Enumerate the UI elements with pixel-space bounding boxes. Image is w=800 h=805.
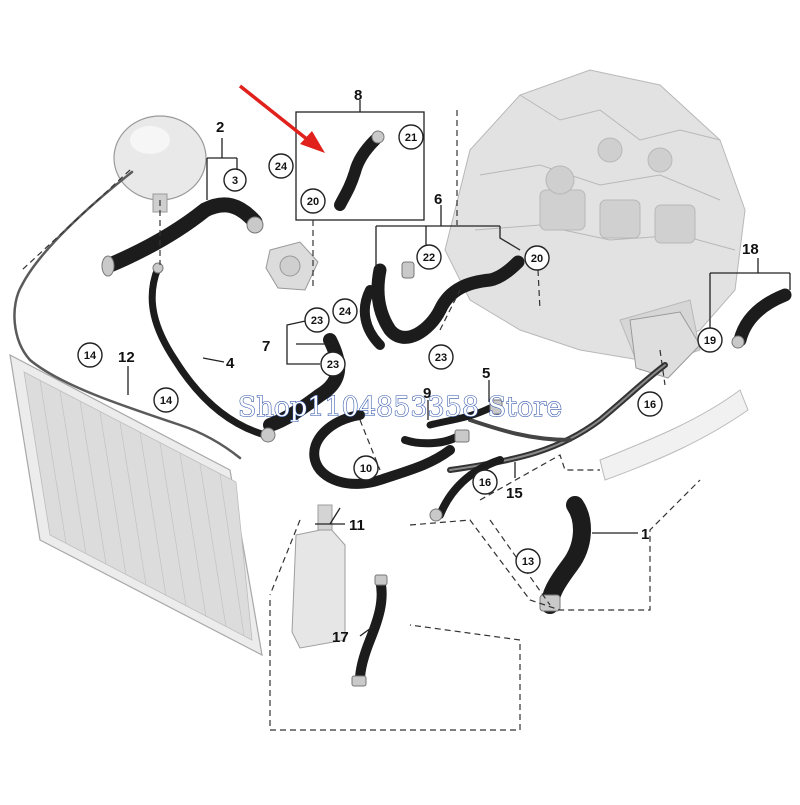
svg-text:23: 23 xyxy=(435,352,447,364)
svg-text:3: 3 xyxy=(232,175,238,187)
svg-text:23: 23 xyxy=(327,359,339,371)
coolant-reservoir-lower xyxy=(291,504,346,649)
circled-16a: 16 xyxy=(637,391,663,417)
callout-7: 7 xyxy=(262,338,270,355)
circled-19: 19 xyxy=(697,327,723,353)
hoses xyxy=(102,134,792,685)
svg-text:24: 24 xyxy=(339,306,352,318)
circled-23a: 23 xyxy=(304,307,330,333)
svg-text:24: 24 xyxy=(275,161,288,173)
circled-21: 21 xyxy=(398,124,424,150)
expansion-tank xyxy=(113,115,207,213)
callout-6: 6 xyxy=(434,191,442,208)
svg-text:14: 14 xyxy=(160,395,173,407)
callout-11: 11 xyxy=(349,517,365,534)
circled-14b: 14 xyxy=(153,387,179,413)
svg-text:20: 20 xyxy=(531,253,543,265)
dashed-leader-lines xyxy=(21,110,701,731)
svg-text:14: 14 xyxy=(84,350,97,362)
circled-22: 22 xyxy=(416,244,442,270)
circled-24a: 24 xyxy=(268,153,294,179)
circled-23b: 23 xyxy=(320,351,346,377)
callout-15: 15 xyxy=(506,485,523,502)
callout-1: 1 xyxy=(641,526,649,543)
svg-text:13: 13 xyxy=(522,556,534,568)
svg-text:22: 22 xyxy=(423,252,435,264)
callout-12: 12 xyxy=(118,349,135,366)
thermostat-housing xyxy=(265,241,319,291)
callout-5: 5 xyxy=(482,365,490,382)
circled-10: 10 xyxy=(353,455,379,481)
circled-20b: 20 xyxy=(524,245,550,271)
callout-9: 9 xyxy=(423,385,431,402)
svg-text:20: 20 xyxy=(307,196,319,208)
callout-4: 4 xyxy=(226,355,235,372)
svg-text:19: 19 xyxy=(704,335,716,347)
svg-text:21: 21 xyxy=(405,132,417,144)
callout-17: 17 xyxy=(332,629,349,646)
circled-13: 13 xyxy=(515,548,541,574)
circled-3: 3 xyxy=(223,168,247,192)
leader-lines xyxy=(127,100,791,637)
circled-16b: 16 xyxy=(472,469,498,495)
pipes xyxy=(13,170,749,481)
store-watermark: Shop1104853358 Store xyxy=(238,392,562,423)
callout-8: 8 xyxy=(354,87,362,104)
callout-2: 2 xyxy=(216,119,224,136)
svg-text:10: 10 xyxy=(360,463,372,475)
circled-24b: 24 xyxy=(332,298,358,324)
svg-text:16: 16 xyxy=(644,399,656,411)
circled-23c: 23 xyxy=(428,344,454,370)
radiator xyxy=(9,353,263,657)
circled-20a: 20 xyxy=(300,188,326,214)
circled-14a: 14 xyxy=(77,342,103,368)
fittings xyxy=(101,130,745,687)
callout-numbers: 2 8 6 18 7 4 12 5 9 15 11 1 17 xyxy=(118,87,759,646)
svg-text:16: 16 xyxy=(479,477,491,489)
svg-text:23: 23 xyxy=(311,315,323,327)
circled-callouts: 3 24 21 20 22 20 23 24 23 23 19 14 14 16… xyxy=(77,124,723,574)
highlight-arrow xyxy=(238,84,325,153)
callout-18: 18 xyxy=(742,241,759,258)
engine-block xyxy=(444,69,746,371)
valve-housing-right xyxy=(629,311,701,379)
